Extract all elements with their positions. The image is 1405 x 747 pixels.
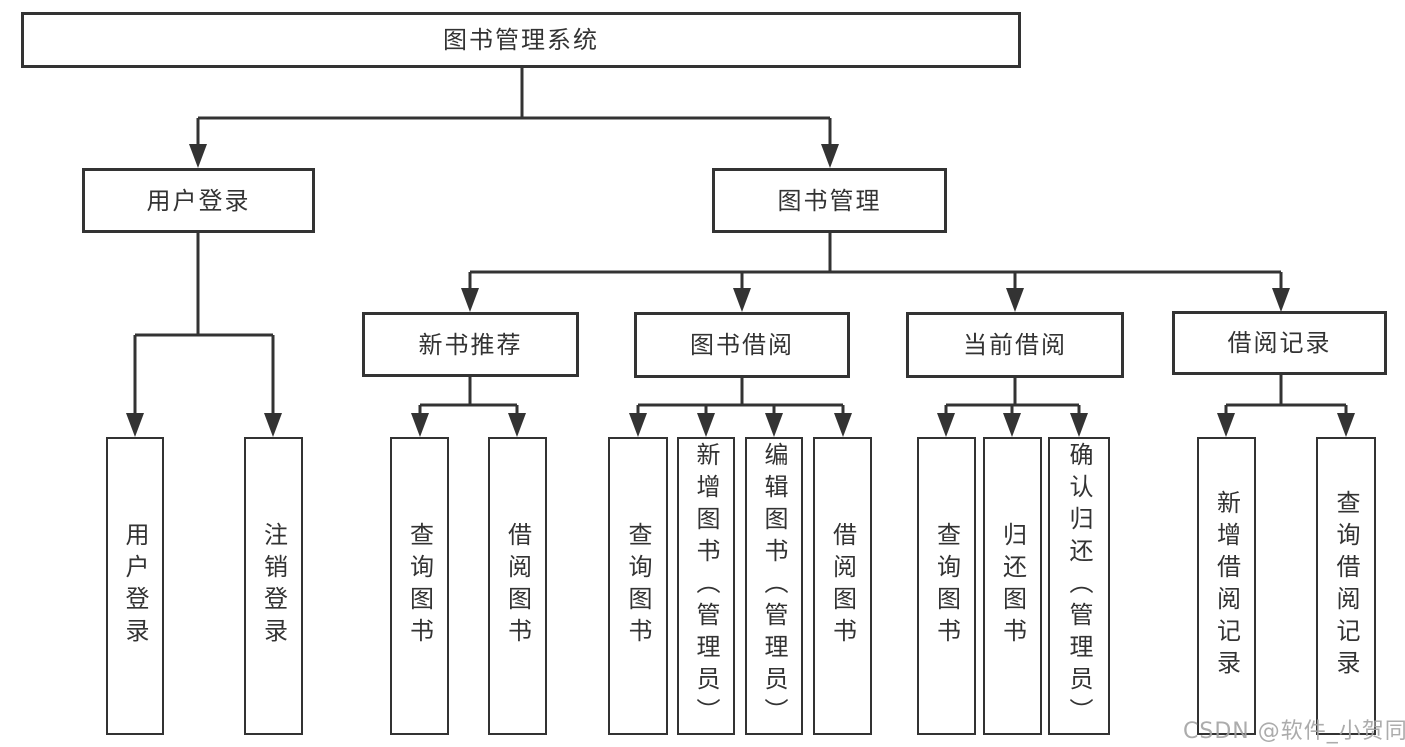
csdn-watermark: CSDN @软件_小贺同学: [1183, 719, 1405, 744]
leaf-label: 借阅图书: [828, 522, 857, 650]
leaf-label: 用户登录: [121, 522, 149, 650]
leaf-confirm-return-admin: 确认归还（管理员）: [1048, 437, 1110, 735]
leaf-borrow-book-2: 借阅图书: [813, 437, 872, 735]
leaf-query-book-2: 查询图书: [608, 437, 668, 735]
leaf-user-login: 用户登录: [106, 437, 164, 735]
leaf-label: 查询图书: [624, 522, 652, 650]
leaf-label: 归还图书: [998, 522, 1027, 650]
leaf-query-borrow-record: 查询借阅记录: [1316, 437, 1376, 735]
leaf-borrow-book-1: 借阅图书: [488, 437, 547, 735]
leaf-label: 新增借阅记录: [1212, 490, 1241, 682]
arrowheads: [126, 144, 1355, 437]
leaf-label: 确认归还（管理员）: [1065, 442, 1093, 730]
leaf-label: 借阅图书: [503, 522, 532, 650]
leaf-query-book-1: 查询图书: [390, 437, 449, 735]
node-borrow-record: 借阅记录: [1172, 311, 1387, 375]
node-library-management-system: 图书管理系统: [21, 12, 1021, 68]
node-book-management: 图书管理: [712, 168, 947, 233]
node-label: 图书管理: [777, 186, 882, 215]
node-label: 用户登录: [146, 186, 251, 215]
leaf-label: 查询图书: [932, 522, 961, 650]
node-label: 当前借阅: [963, 331, 1067, 359]
node-current-borrow: 当前借阅: [906, 312, 1124, 378]
leaf-label: 编辑图书（管理员）: [760, 442, 788, 730]
leaf-return-book: 归还图书: [983, 437, 1042, 735]
leaf-add-book-admin: 新增图书（管理员）: [677, 437, 735, 735]
leaf-add-borrow-record: 新增借阅记录: [1197, 437, 1256, 735]
leaf-label: 查询借阅记录: [1332, 490, 1360, 682]
leaf-logout: 注销登录: [244, 437, 303, 735]
leaf-label: 注销登录: [259, 522, 288, 650]
leaf-edit-book-admin: 编辑图书（管理员）: [745, 437, 803, 735]
leaf-label: 查询图书: [405, 522, 434, 650]
leaf-query-book-3: 查询图书: [917, 437, 976, 735]
node-user-login: 用户登录: [82, 168, 315, 233]
node-label: 图书借阅: [690, 331, 794, 359]
node-new-book-recommend: 新书推荐: [362, 312, 579, 377]
node-label: 图书管理系统: [443, 26, 599, 54]
node-label: 新书推荐: [418, 330, 523, 359]
node-book-borrow: 图书借阅: [634, 312, 850, 378]
leaf-label: 新增图书（管理员）: [692, 442, 720, 730]
node-label: 借阅记录: [1227, 329, 1332, 357]
